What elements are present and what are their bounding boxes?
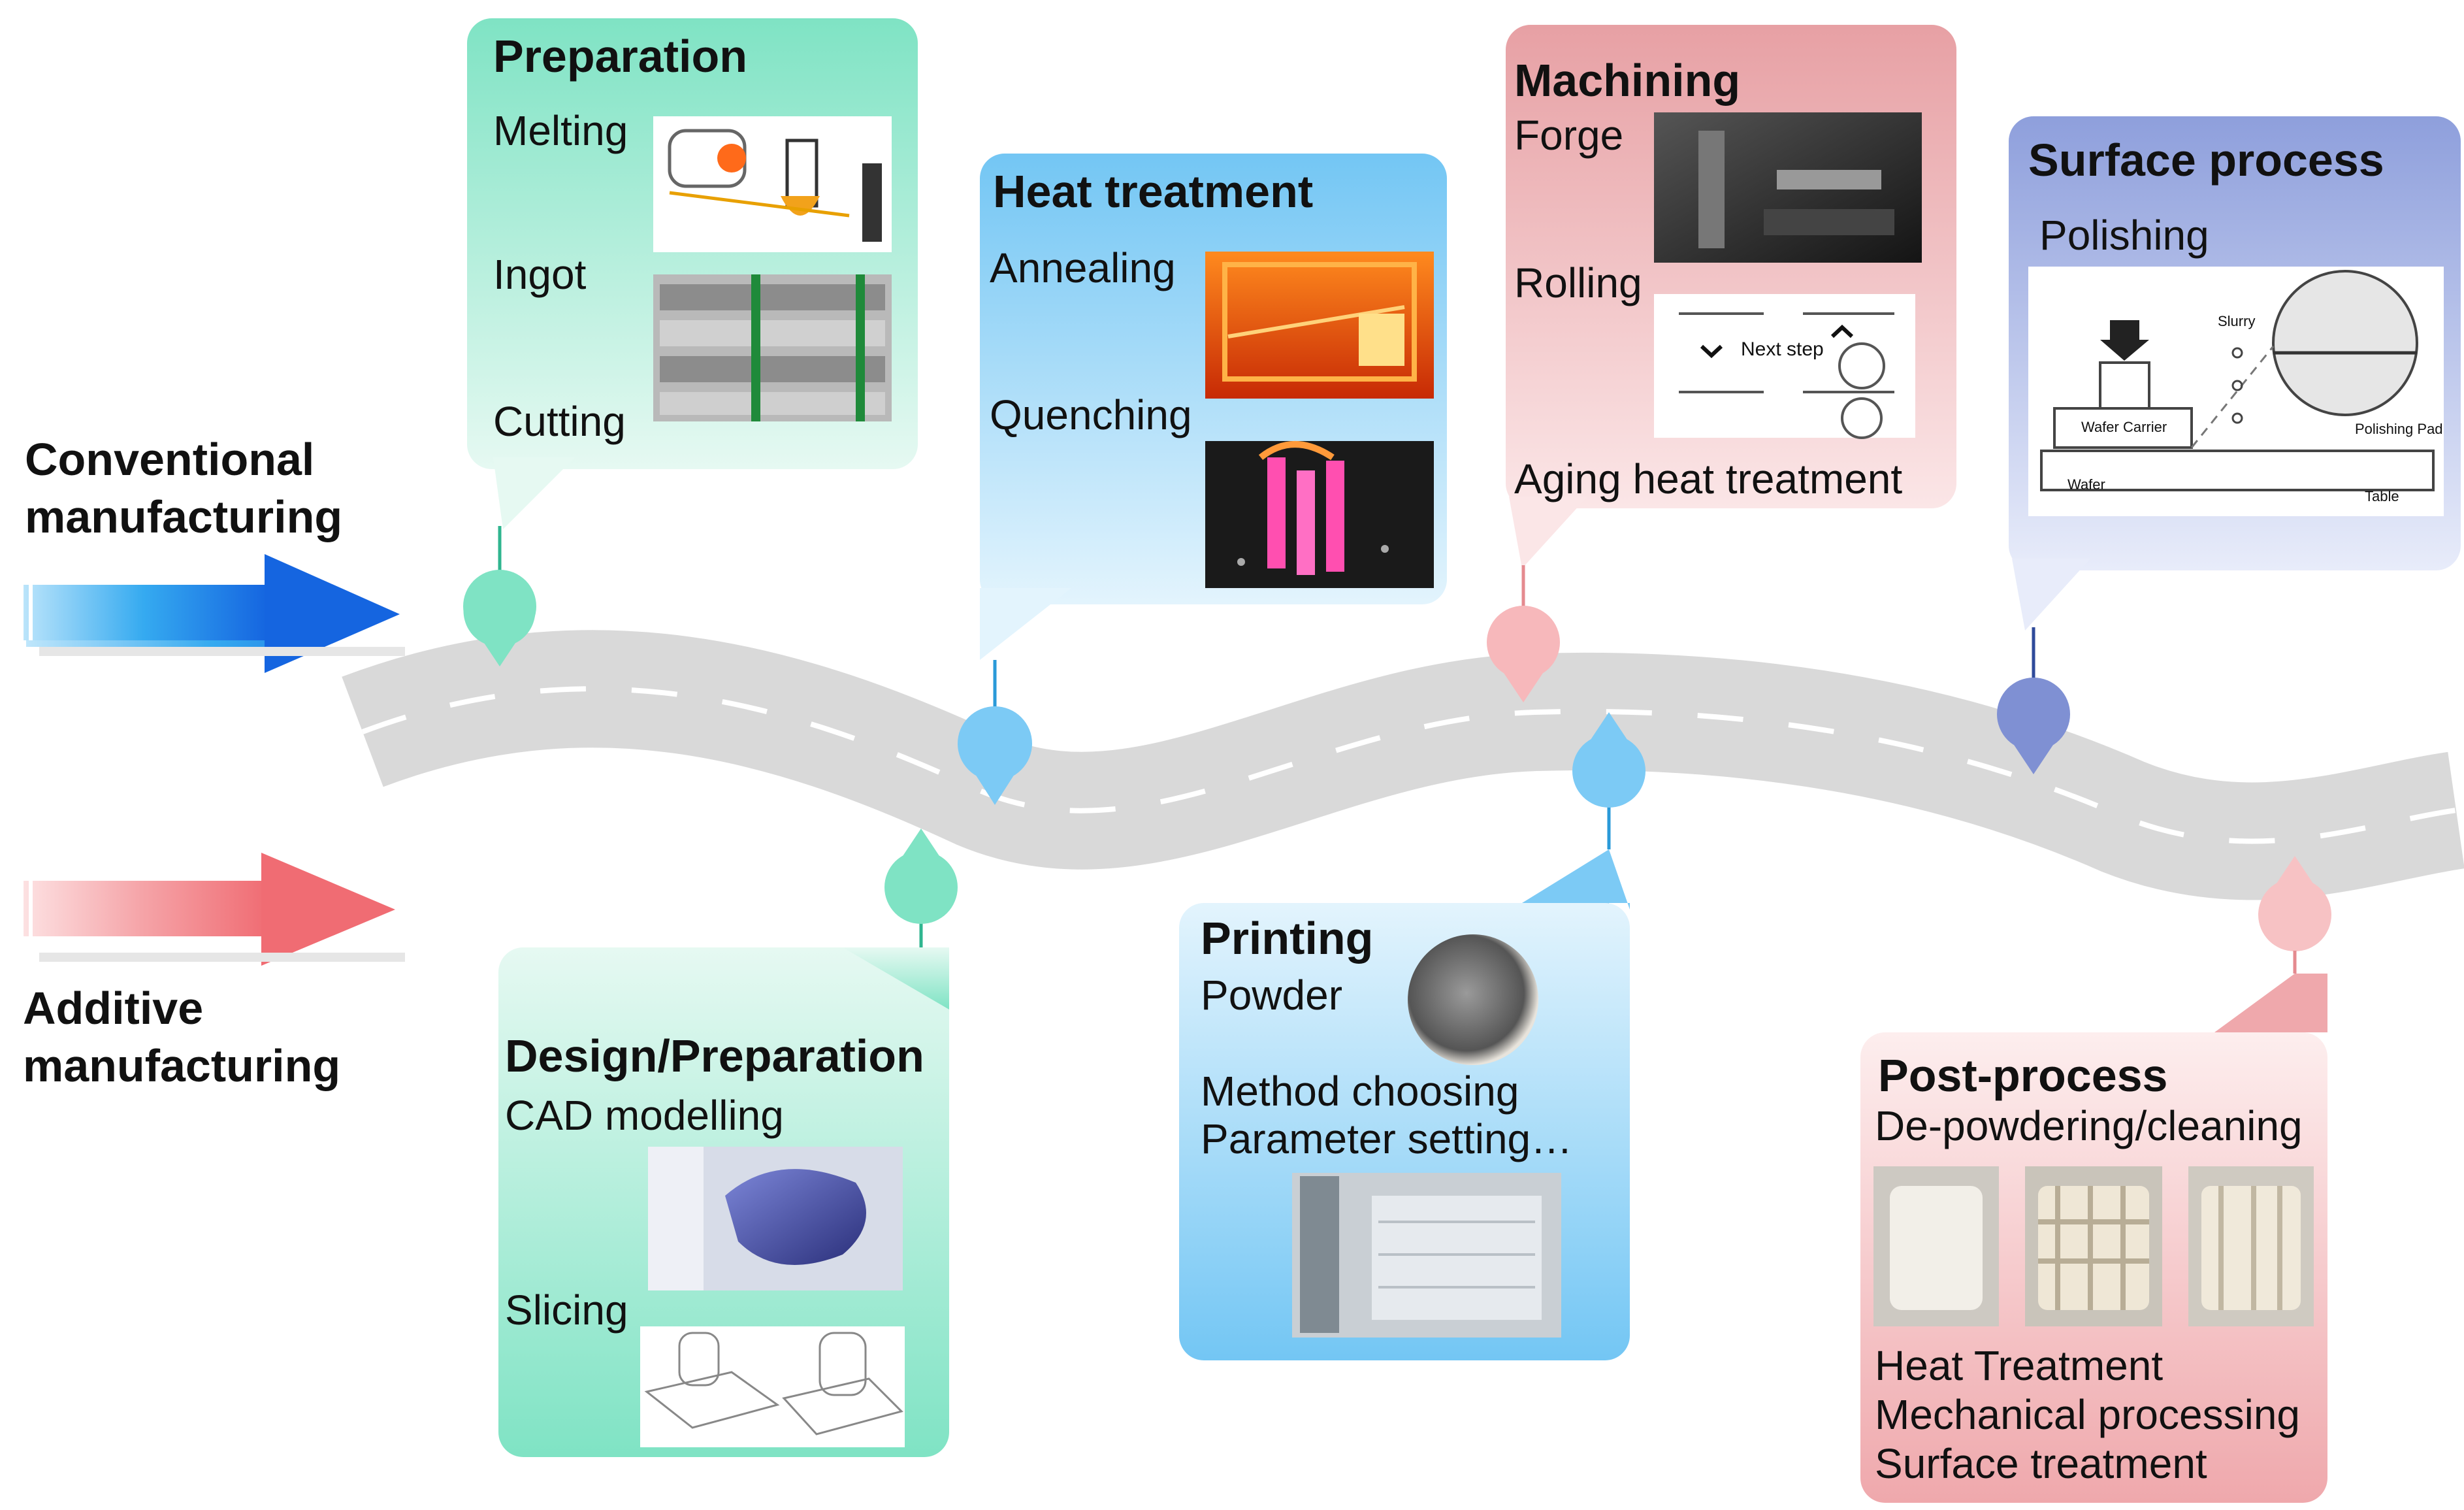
conventional-arrow [20, 554, 405, 673]
machining-title: Machining [1514, 55, 1741, 106]
slurry-label: Slurry [2218, 313, 2256, 329]
polishing-schematic [2028, 267, 2444, 516]
powder-label: Powder [1201, 972, 1342, 1019]
method-choosing-label: Method choosing [1201, 1068, 1519, 1115]
polishing-pad-label: Polishing Pad [2355, 421, 2443, 437]
cutting-label: Cutting [493, 398, 626, 445]
rolling-label: Rolling [1514, 259, 1642, 306]
melting-illustration [653, 116, 892, 252]
cad-modelling-label: CAD modelling [505, 1092, 784, 1139]
forge-label: Forge [1514, 112, 1624, 159]
printing-title: Printing [1201, 913, 1374, 964]
slicing-label: Slicing [505, 1287, 628, 1334]
powder-photo [1408, 934, 1538, 1065]
slicing-drawing [640, 1326, 905, 1447]
heat-treatment-post-label: Heat Treatment [1875, 1342, 2164, 1389]
aging-heat-treatment-label: Aging heat treatment [1514, 455, 1903, 502]
surface-treatment-label: Surface treatment [1875, 1440, 2207, 1487]
melting-label: Melting [493, 107, 628, 154]
wafer-label: Wafer [2067, 476, 2105, 493]
wafer-carrier-label: Wafer Carrier [2081, 419, 2167, 435]
ingot-photo [653, 274, 892, 421]
cad-screenshot [648, 1147, 903, 1290]
annealing-photo [1205, 252, 1434, 399]
mechanical-processing-label: Mechanical processing [1875, 1391, 2300, 1438]
heat-treatment-title: Heat treatment [993, 166, 1314, 217]
annealing-label: Annealing [990, 244, 1176, 291]
polishing-label: Polishing [2039, 212, 2209, 259]
quenching-label: Quenching [990, 391, 1192, 438]
quenching-photo [1205, 441, 1434, 588]
forge-photo [1654, 112, 1922, 263]
printer-photo [1292, 1173, 1561, 1338]
preparation-title: Preparation [493, 31, 747, 82]
additive-arrow [20, 853, 405, 966]
road [342, 630, 2464, 900]
design-preparation-title: Design/Preparation [505, 1030, 924, 1081]
de-powdering-label: De-powdering/cleaning [1875, 1102, 2303, 1149]
conventional-lane-label: Conventional manufacturing [25, 434, 343, 542]
post-process-title: Post-process [1878, 1050, 2168, 1101]
next-step-annotation: Next step [1741, 338, 1824, 360]
parameter-setting-label: Parameter setting… [1201, 1115, 1573, 1162]
additive-lane-label: Additive manufacturing [23, 983, 341, 1091]
surface-process-title: Surface process [2028, 135, 2384, 186]
table-label: Table [2365, 488, 2399, 504]
rolling-schematic [1654, 294, 1915, 439]
scaffold-photos [1873, 1166, 2314, 1326]
ingot-label: Ingot [493, 251, 587, 298]
